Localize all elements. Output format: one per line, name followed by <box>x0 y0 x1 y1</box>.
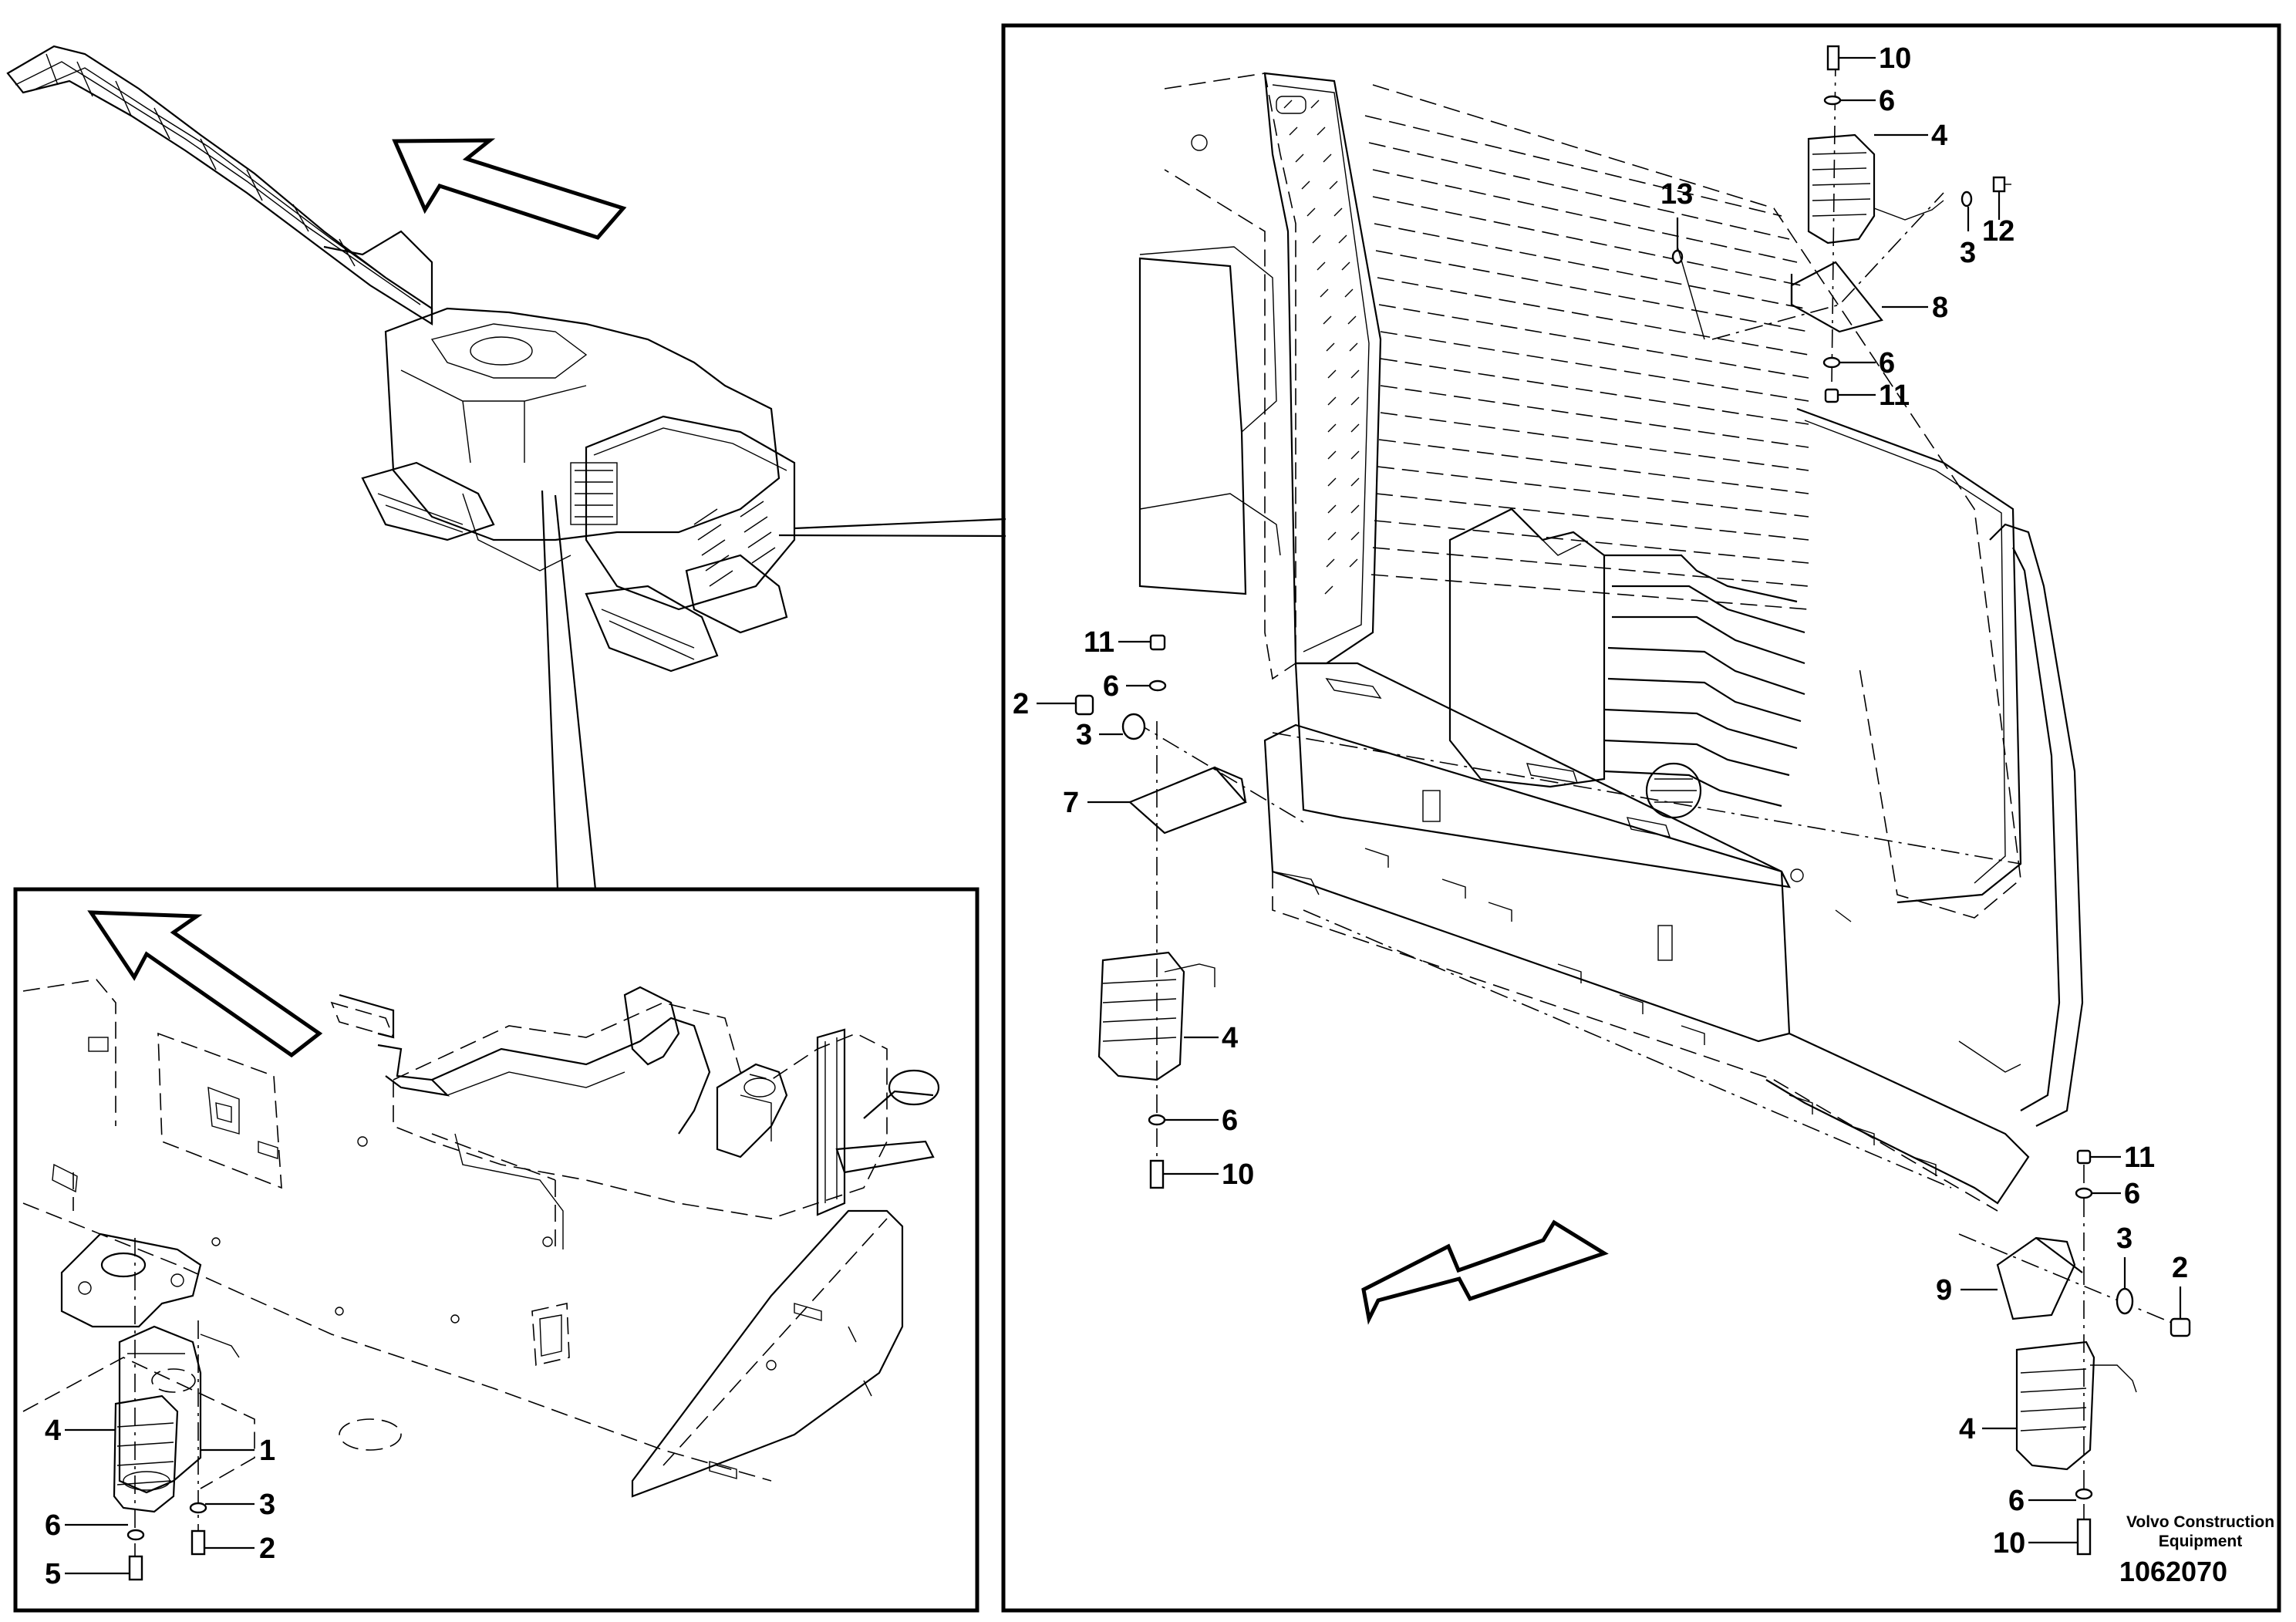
callout-top-lower-washer: 6 <box>1879 347 1895 379</box>
callout-top-bracket: 8 <box>1932 292 1948 324</box>
callout-leaders-left <box>65 1428 255 1575</box>
detail-leader-right <box>778 518 1006 538</box>
callout-top-side-washer: 3 <box>1960 237 1976 269</box>
callout-labels-left: 4 1 3 6 2 5 <box>45 1415 275 1590</box>
direction-arrow-detail <box>1361 1219 1609 1325</box>
detail-frame-right <box>1001 23 2281 1613</box>
right-lamp-assembly <box>1958 1149 2191 1556</box>
callout-top-side-bolt: 12 <box>1982 215 2014 248</box>
callout-left-detail-bracket: 1 <box>259 1435 275 1467</box>
callout-left-bolt: 2 <box>1013 688 1029 720</box>
top-lamp-assembly <box>1671 45 2011 403</box>
callout-top-lamp: 4 <box>1931 120 1947 152</box>
callout-right-lower-washer: 6 <box>2008 1485 2025 1517</box>
callout-right-lamp: 4 <box>1959 1413 1975 1445</box>
callout-right-washer: 6 <box>2124 1178 2140 1210</box>
callout-left-detail-lamp: 4 <box>45 1415 61 1447</box>
callout-left-detail-washer-right: 3 <box>259 1489 275 1521</box>
callout-right-nut: 11 <box>2124 1141 2155 1174</box>
callout-right-lower-bolt: 10 <box>1993 1527 2025 1560</box>
callout-left-lamp: 4 <box>1222 1022 1238 1054</box>
detail-leader-left <box>541 490 597 890</box>
direction-arrow-overview <box>392 138 627 240</box>
callout-left-side-washer: 3 <box>1076 719 1092 751</box>
document-number: 1062070 <box>2119 1556 2227 1587</box>
callout-top-nut: 11 <box>1879 379 1910 412</box>
callout-labels-right: 10 6 4 12 3 8 6 11 13 11 6 2 3 7 4 6 10 … <box>1013 42 2188 1560</box>
document-footer: Volvo Construction Equipment 1062070 <box>2119 1513 2274 1587</box>
manufacturer-line-2: Equipment <box>2159 1533 2243 1550</box>
callout-top-washer: 6 <box>1879 85 1895 117</box>
callout-left-detail-washer-left: 6 <box>45 1509 61 1542</box>
callout-left-detail-bolt-right: 2 <box>259 1533 275 1565</box>
direction-arrow-left-detail <box>87 910 323 1058</box>
callout-right-side-washer: 3 <box>2116 1222 2132 1255</box>
machine-overview <box>6 45 796 673</box>
detail-frame-left <box>13 887 979 1613</box>
callout-top-screw: 13 <box>1660 178 1693 211</box>
callout-top-bolt: 10 <box>1879 42 1911 75</box>
callout-leaders-right <box>1037 56 2182 1544</box>
cooler-assembly <box>1138 72 2084 1212</box>
callout-left-nut: 11 <box>1084 626 1114 659</box>
callout-left-lower-bolt: 10 <box>1222 1158 1254 1191</box>
callout-left-washer: 6 <box>1103 670 1119 703</box>
left-detail-structure <box>22 979 940 1581</box>
left-lamp-assembly <box>1074 634 1304 1189</box>
callout-left-detail-bolt-left: 5 <box>45 1558 61 1590</box>
callout-right-bracket: 9 <box>1936 1274 1952 1307</box>
callout-left-lower-washer: 6 <box>1222 1104 1238 1137</box>
manufacturer-line-1: Volvo Construction <box>2126 1513 2274 1531</box>
callout-left-bracket: 7 <box>1063 787 1079 819</box>
callout-right-bolt: 2 <box>2172 1252 2188 1284</box>
